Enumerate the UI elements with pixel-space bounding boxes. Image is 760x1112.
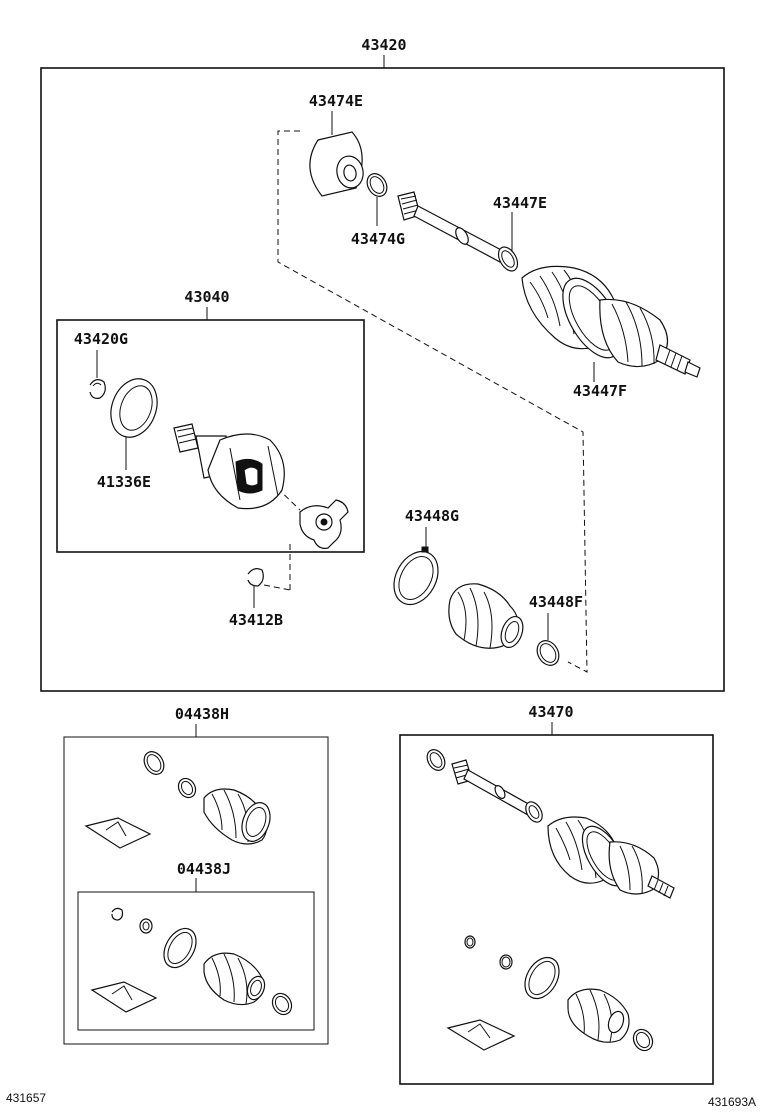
- assembly-box-main: [40, 67, 725, 692]
- label-shaft-assembly[interactable]: 43470: [528, 703, 573, 721]
- outer-boot-cylinder[interactable]: [309, 111, 366, 197]
- label-snap-ring[interactable]: 43420G: [74, 330, 128, 348]
- kit-inboard-snap-ring[interactable]: [111, 907, 124, 921]
- label-clamp-outer-large[interactable]: 43447F: [573, 382, 627, 400]
- label-clamp-inner-small[interactable]: 43448F: [529, 593, 583, 611]
- label-clamp-inner-large[interactable]: 43448G: [405, 507, 459, 525]
- shaft-box-boot[interactable]: [567, 988, 630, 1043]
- kit-inboard-ring-small[interactable]: [139, 918, 153, 934]
- label-boot-kit-inboard[interactable]: 04438J: [177, 860, 231, 878]
- drive-shaft-upper[interactable]: [397, 191, 701, 378]
- kit-outboard-grease-packet[interactable]: [84, 817, 152, 849]
- shaft-box-ring-small[interactable]: [464, 935, 476, 949]
- label-assembly-main[interactable]: 43420: [361, 36, 406, 54]
- shaft-box-clamp-large[interactable]: [518, 951, 566, 1004]
- kit-outboard-clamp-2[interactable]: [175, 775, 199, 800]
- figure-ref-right: 431693A: [708, 1095, 756, 1109]
- label-boot-kit-outer[interactable]: 43474E: [309, 92, 363, 110]
- kit-inboard-clamp-small[interactable]: [269, 990, 296, 1018]
- clamp-outer-small[interactable]: [363, 170, 391, 226]
- assembly-box-boot-kit-outboard: [63, 736, 329, 1045]
- label-snap-ring-2[interactable]: 43412B: [229, 611, 283, 629]
- inner-boot[interactable]: [448, 583, 527, 651]
- shaft-box-clamp-small[interactable]: [630, 1026, 657, 1054]
- label-dust-seal[interactable]: 41336E: [97, 473, 151, 491]
- kit-outboard-clamp-1[interactable]: [140, 748, 168, 778]
- label-clamp-outer-small[interactable]: 43474G: [351, 230, 405, 248]
- clamp-inner-small[interactable]: [533, 637, 563, 670]
- tripod-spider[interactable]: [299, 499, 349, 549]
- label-inboard-joint[interactable]: 43040: [184, 288, 229, 306]
- tripod-housing[interactable]: [173, 423, 285, 510]
- dust-seal[interactable]: [103, 372, 165, 443]
- kit-inboard-clamp-large[interactable]: [157, 923, 202, 973]
- shaft-assembly-drawing[interactable]: [424, 746, 675, 899]
- clamp-inner-large[interactable]: [385, 544, 447, 612]
- kit-inboard-boot[interactable]: [203, 952, 268, 1006]
- snap-ring[interactable]: [89, 379, 106, 399]
- kit-outboard-boot[interactable]: [203, 788, 275, 845]
- assembly-box-inboard: [56, 319, 365, 553]
- figure-ref-left: 431657: [6, 1091, 46, 1105]
- shaft-box-ring-medium[interactable]: [499, 954, 513, 970]
- assembly-box-shaft: [399, 734, 714, 1085]
- label-boot-kit-outboard[interactable]: 04438H: [175, 705, 229, 723]
- shaft-box-grease-packet[interactable]: [446, 1019, 516, 1051]
- kit-inboard-grease-packet[interactable]: [90, 981, 158, 1013]
- label-clamp-shaft[interactable]: 43447E: [493, 194, 547, 212]
- snap-ring-2[interactable]: [247, 568, 264, 587]
